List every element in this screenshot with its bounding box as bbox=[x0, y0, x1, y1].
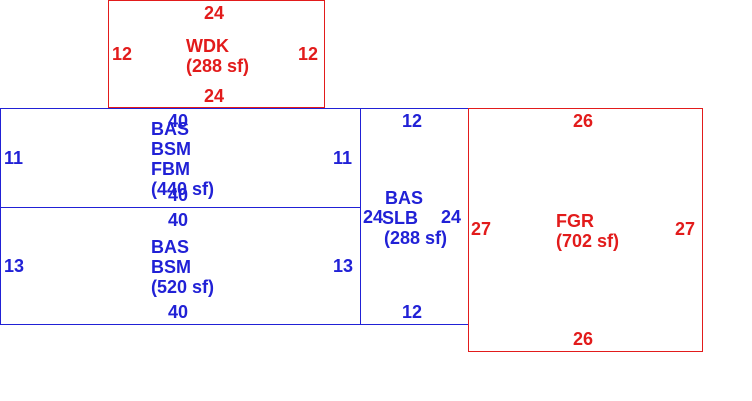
fgr-dim-right: 27 bbox=[675, 219, 696, 239]
wdk-dim-bottom: 24 bbox=[204, 86, 225, 106]
bas-bsm-dim-right: 13 bbox=[333, 256, 354, 276]
fgr-dim-left: 27 bbox=[471, 219, 492, 239]
bas-fbm-dim-top: 40 bbox=[168, 111, 189, 131]
bas-bsm-area-value: (520 sf) bbox=[151, 277, 215, 297]
bas-fbm-code-2: BSM bbox=[151, 139, 191, 159]
fgr-code: FGR bbox=[556, 211, 594, 231]
bas-slb-dim-top: 12 bbox=[402, 111, 423, 131]
wdk-dim-left: 12 bbox=[112, 44, 133, 64]
bas-bsm-dim-bottom: 40 bbox=[168, 302, 189, 322]
bas-slb-code-1: BAS bbox=[385, 188, 424, 208]
bas-bsm-code-1: BAS bbox=[151, 237, 190, 257]
bas-fbm-dim-right: 11 bbox=[333, 148, 353, 168]
bas-slb-area-value: (288 sf) bbox=[384, 228, 448, 248]
fgr-area-outline bbox=[468, 108, 703, 352]
wdk-area-value: (288 sf) bbox=[186, 56, 250, 76]
bas-fbm-label: BAS BSM FBM (440 sf) bbox=[151, 119, 214, 199]
fgr-label: FGR (702 sf) bbox=[556, 211, 619, 251]
bas-slb-dim-right: 24 bbox=[441, 207, 462, 227]
bas-fbm-dim-left: 11 bbox=[4, 148, 24, 168]
fgr-dim-bottom: 26 bbox=[573, 329, 594, 349]
fgr-dim-top: 26 bbox=[573, 111, 594, 131]
bas-fbm-code-1: BAS bbox=[151, 119, 190, 139]
bas-fbm-dim-bottom: 40 bbox=[168, 185, 189, 205]
wdk-area-outline bbox=[108, 0, 325, 108]
bas-bsm-label: BAS BSM (520 sf) bbox=[151, 237, 214, 297]
wdk-dim-right: 12 bbox=[298, 44, 319, 64]
bas-slb-label: BAS SLB (288 sf) bbox=[382, 188, 448, 248]
wdk-label: WDK (288 sf) bbox=[186, 36, 249, 76]
wdk-dim-top: 24 bbox=[204, 3, 225, 23]
wdk-code: WDK bbox=[186, 36, 229, 56]
bas-slb-code-2: SLB bbox=[382, 208, 418, 228]
bas-fbm-code-3: FBM bbox=[151, 159, 190, 179]
bas-slb-dim-bottom: 12 bbox=[402, 302, 423, 322]
bas-bsm-dim-left: 13 bbox=[4, 256, 25, 276]
bas-slb-dim-left: 24 bbox=[363, 207, 384, 227]
bas-fbm-area-value: (440 sf) bbox=[151, 179, 215, 199]
bas-bsm-code-2: BSM bbox=[151, 257, 191, 277]
bas-bsm-dim-top: 40 bbox=[168, 210, 189, 230]
fgr-area-value: (702 sf) bbox=[556, 231, 620, 251]
